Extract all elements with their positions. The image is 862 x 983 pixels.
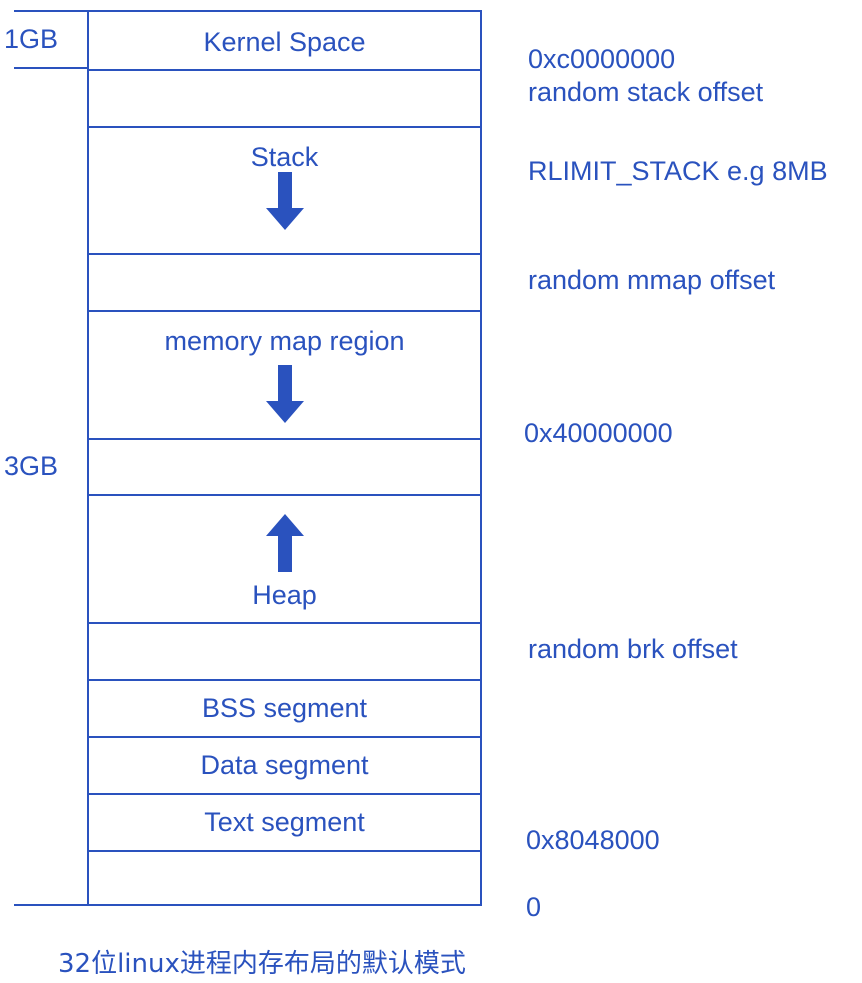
segment-memory-map-region: memory map region	[89, 310, 480, 438]
segment-label: Kernel Space	[203, 27, 366, 57]
segment-unmapped-gap	[89, 438, 480, 494]
segment-label: BSS segment	[201, 693, 368, 723]
user-size-label: 3GB	[4, 451, 59, 481]
segment-mmap-offset-gap	[89, 253, 480, 310]
random-stack-offset-label: random stack offset	[528, 77, 764, 107]
mmap-down-arrow-icon	[265, 365, 304, 423]
random-mmap-offset-label: random mmap offset	[528, 265, 776, 295]
zero-address: 0	[526, 892, 542, 922]
segment-brk-offset-gap	[89, 622, 480, 679]
segment-stack: Stack	[89, 126, 480, 253]
kernel-size-tick-bottom	[14, 67, 87, 69]
mmap-base-address: 0x40000000	[524, 418, 673, 448]
diagram-caption: 32位linux进程内存布局的默认模式	[58, 949, 466, 979]
segment-kernel-space: Kernel Space	[89, 12, 480, 69]
random-brk-offset-label: random brk offset	[528, 634, 738, 664]
kernel-size-tick-top	[14, 10, 87, 12]
text-start-address: 0x8048000	[526, 825, 660, 855]
segment-low-reserved	[89, 850, 480, 904]
kernel-size-label: 1GB	[4, 24, 59, 54]
segment-label: Text segment	[204, 807, 365, 837]
memory-layout-diagram: Kernel Space Stack memory map region Hea…	[87, 10, 482, 906]
segment-bss: BSS segment	[89, 679, 480, 736]
segment-label: memory map region	[164, 326, 405, 356]
kernel-start-address: 0xc0000000	[528, 44, 676, 74]
segment-label: Stack	[250, 142, 319, 172]
segment-stack-offset-gap	[89, 69, 480, 126]
stack-down-arrow-icon	[265, 172, 304, 230]
heap-up-arrow-icon	[265, 514, 304, 572]
segment-label: Data segment	[200, 750, 369, 780]
segment-label: Heap	[252, 580, 317, 610]
rlimit-stack-label: RLIMIT_STACK e.g 8MB	[528, 156, 828, 186]
segment-heap: Heap	[89, 494, 480, 622]
user-size-tick-bottom	[14, 904, 87, 906]
segment-text: Text segment	[89, 793, 480, 850]
segment-data: Data segment	[89, 736, 480, 793]
